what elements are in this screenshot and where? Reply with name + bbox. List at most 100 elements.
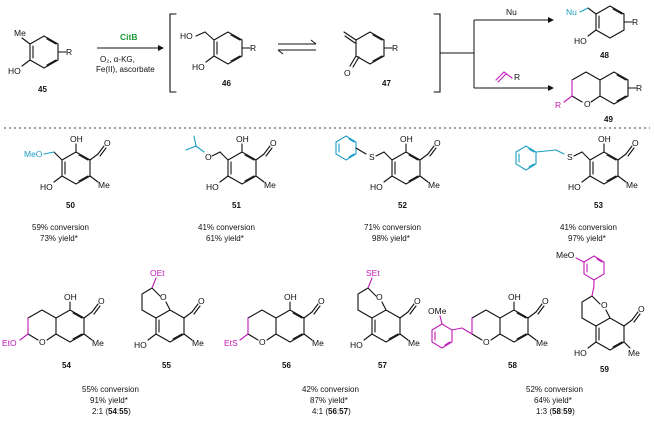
me-label: Me — [428, 180, 440, 190]
compound-51-number: 51 — [232, 201, 241, 210]
compound-57-number: 57 — [378, 361, 387, 370]
hydroxyl-label-46: HO — [192, 62, 205, 72]
ether-o-label: O — [205, 152, 212, 162]
aldehyde-o-label: O — [434, 138, 441, 148]
oh-label: OH — [70, 134, 83, 144]
ho-label: HO — [350, 340, 363, 350]
ring-oxygen-label: O — [584, 99, 591, 109]
sulfur-label: S — [369, 152, 375, 162]
oh-label: OH — [400, 134, 413, 144]
compound-47-structure: O R — [343, 31, 398, 78]
compound-46-structure: HO HO R — [180, 31, 256, 72]
pair-1-ratio: 2:1 (54:55) — [92, 407, 131, 416]
pair-3-conversion: 52% conversion — [526, 385, 583, 394]
aldehyde-o-label: O — [632, 138, 639, 148]
methyl-label: Me — [14, 28, 26, 38]
carbonyl-oxygen-label: O — [344, 68, 351, 78]
alkene-reagent: R — [495, 71, 520, 83]
compound-59-number: 59 — [600, 365, 609, 374]
compound-52-conversion: 71% conversion — [364, 223, 421, 232]
ho-label: HO — [40, 182, 53, 192]
ho-label: HO — [206, 182, 219, 192]
compound-52-yield: 98% yield* — [372, 234, 410, 243]
pair-2-yield: 87% yield* — [310, 396, 348, 405]
methoxy-label: MeO — [24, 149, 43, 159]
compound-52-number: 52 — [398, 201, 407, 210]
compound-53-number: 53 — [594, 201, 603, 210]
left-bracket — [169, 13, 177, 93]
compound-50-conversion: 59% conversion — [32, 223, 89, 232]
compound-51-conversion: 41% conversion — [198, 223, 255, 232]
methoxy-label-59: MeO — [556, 250, 575, 260]
hydroxyl-label-48: HO — [574, 36, 587, 46]
r-group-label: R — [66, 47, 72, 57]
r-group-label-49-alkyl: R — [555, 100, 561, 110]
ethylthio-label-57: SEt — [366, 268, 380, 278]
me-label: Me — [626, 180, 638, 190]
ring-o-label: O — [39, 337, 46, 347]
oh-label: OH — [236, 134, 249, 144]
enzyme-label: CitB — [120, 32, 137, 42]
aldehyde-o-label: O — [98, 296, 105, 306]
compound-55-number: 55 — [162, 361, 171, 370]
compound-49-number: 49 — [604, 115, 613, 124]
compound-57-structure: O SEt O Me HO — [350, 268, 421, 350]
ethylthio-label-56: EtS — [224, 338, 238, 348]
aldehyde-o-label: O — [414, 296, 421, 306]
hydroxyl-label: HO — [8, 66, 21, 76]
compound-48-number: 48 — [600, 51, 609, 60]
ho-label: HO — [370, 182, 383, 192]
aldehyde-o-label: O — [638, 304, 645, 314]
pair-3-ratio: 1:3 (58:59) — [536, 407, 575, 416]
compound-50-structure: OH O Me HO MeO — [24, 134, 111, 192]
ring-o-label: O — [376, 292, 383, 302]
oh-label: OH — [598, 134, 611, 144]
hydroxymethyl-label: HO — [180, 31, 193, 41]
compound-52-structure: OH O Me HO S — [335, 134, 441, 192]
compound-54-number: 54 — [62, 361, 71, 370]
compound-46-number: 46 — [222, 79, 231, 88]
me-label: Me — [98, 180, 110, 190]
compound-50-number: 50 — [66, 201, 75, 210]
compound-58-structure: OH O Me O OMe — [428, 292, 549, 349]
compound-55-structure: O OEt O Me HO — [134, 268, 205, 350]
methoxy-label-58: OMe — [428, 306, 447, 316]
compound-54-structure: OH O Me O EtO — [2, 292, 105, 348]
me-label: Me — [312, 338, 324, 348]
compound-53-structure: OH O Me HO S — [515, 134, 639, 192]
r-group-label-47: R — [392, 43, 398, 53]
aldehyde-o-label: O — [104, 138, 111, 148]
me-label: Me — [536, 338, 548, 348]
ho-label: HO — [574, 348, 587, 358]
aldehyde-o-label: O — [542, 296, 549, 306]
r-group-label-48: R — [632, 17, 638, 27]
me-label: Me — [628, 348, 640, 358]
compound-49-structure: O R R — [555, 71, 642, 110]
conditions-line-2: Fe(II), ascorbate — [96, 65, 155, 74]
me-label: Me — [408, 338, 420, 348]
compound-51-structure: OH O Me HO O — [185, 134, 277, 192]
pair-2-ratio: 4:1 (56:57) — [312, 407, 351, 416]
ring-o-label: O — [483, 337, 490, 347]
compound-47-number: 47 — [382, 79, 391, 88]
compound-50-yield: 73% yield* — [40, 234, 78, 243]
conditions-line-1: O₂, α-KG, — [100, 55, 135, 64]
compound-51-yield: 61% yield* — [206, 234, 244, 243]
r-group-label-49: R — [636, 83, 642, 93]
oh-label: OH — [284, 292, 297, 302]
alkene-r-label: R — [514, 72, 520, 82]
compound-45-number: 45 — [38, 85, 47, 94]
nu-label-48: Nu — [566, 7, 577, 17]
ring-o-label: O — [601, 300, 608, 310]
compound-53-yield: 97% yield* — [568, 234, 606, 243]
aldehyde-o-label: O — [270, 138, 277, 148]
compound-59-structure: O MeO O Me HO — [556, 250, 645, 358]
compound-53-conversion: 41% conversion — [560, 223, 617, 232]
me-label: Me — [192, 338, 204, 348]
aldehyde-o-label: O — [198, 296, 205, 306]
right-bracket — [433, 13, 441, 93]
nu-reagent-label: Nu — [506, 7, 517, 17]
ho-label: HO — [568, 182, 581, 192]
ethoxy-label-55: OEt — [150, 268, 165, 278]
